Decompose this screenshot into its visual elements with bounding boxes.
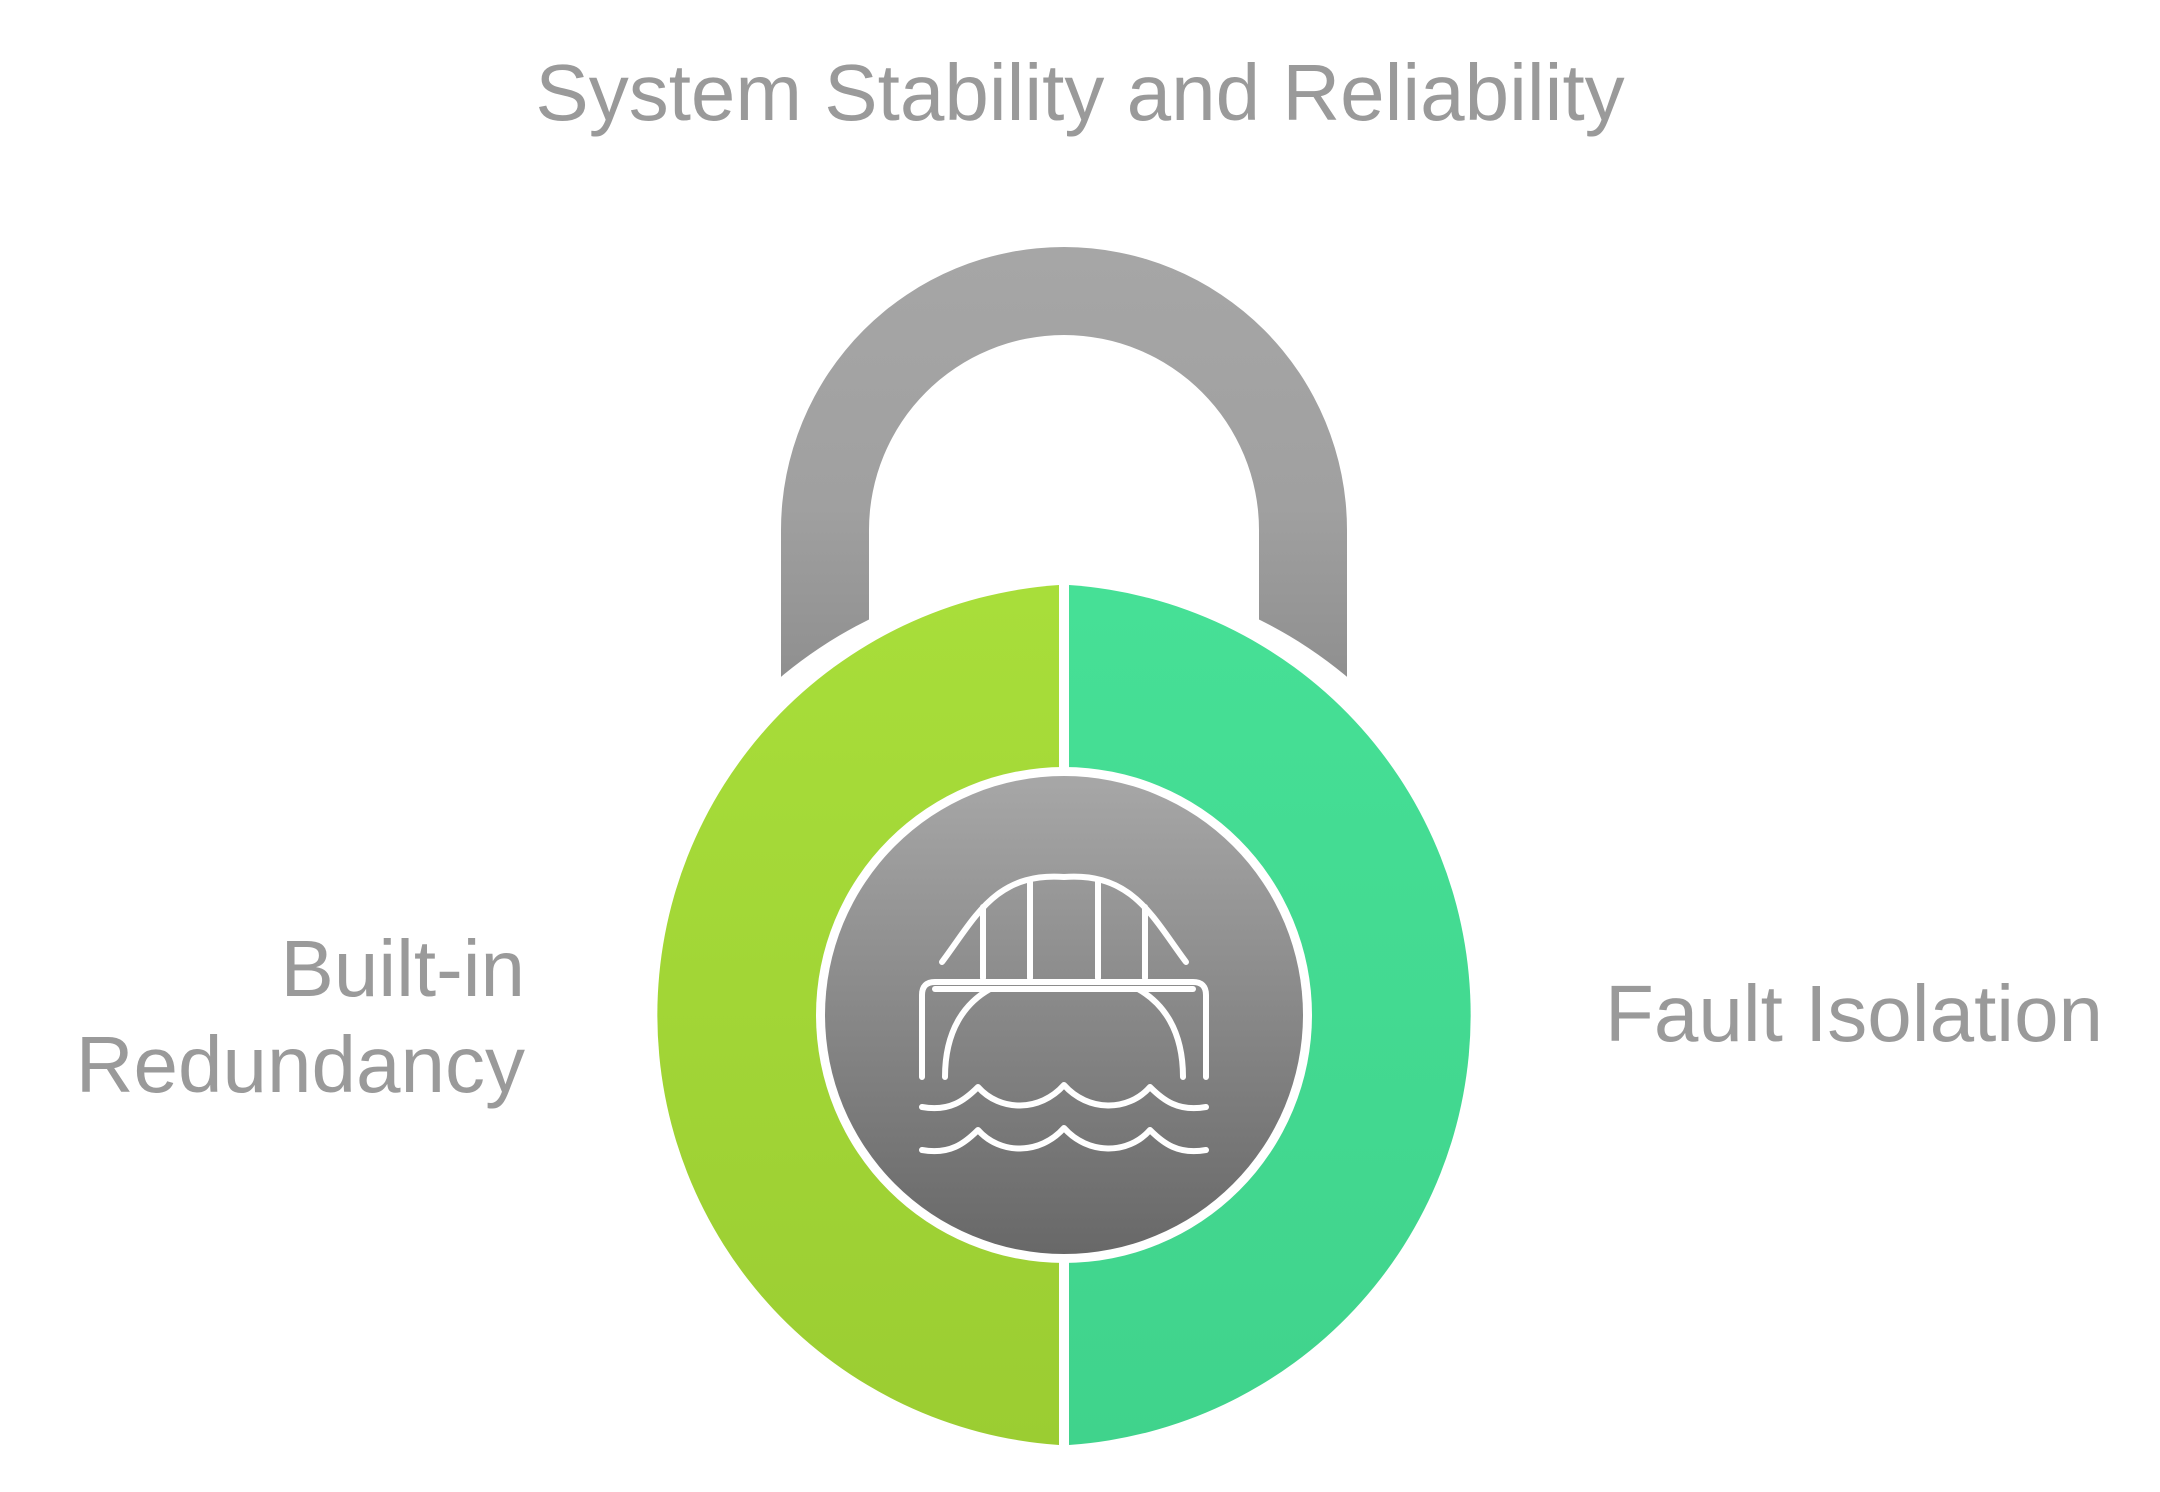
label-built-in-redundancy: Built-in Redundancy — [76, 921, 525, 1113]
label-line-2: Redundancy — [75, 1020, 525, 1109]
label-line-1: Built-in — [280, 924, 525, 1013]
diagram-title: System Stability and Reliability — [535, 48, 1625, 137]
bridge-icon — [919, 873, 1209, 1155]
padlock-shackle — [781, 247, 1347, 680]
label-fault-isolation: Fault Isolation — [1605, 969, 2104, 1058]
center-hub — [825, 776, 1303, 1254]
